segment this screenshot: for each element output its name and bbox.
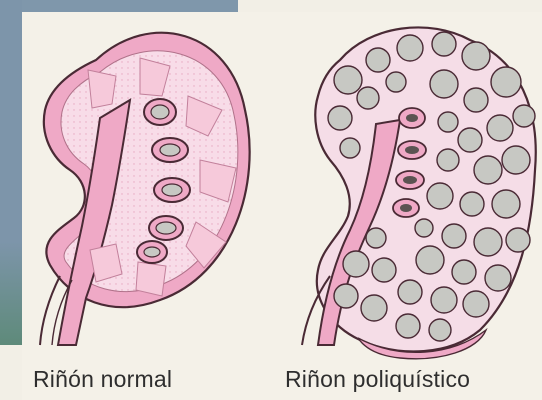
cyst [492,190,520,218]
cyst [334,284,358,308]
cyst [502,146,530,174]
cyst [437,149,459,171]
cyst [361,295,387,321]
cyst [442,224,466,248]
calyx-2-lumen [160,144,180,156]
cyst [460,192,484,216]
poly-calyx-4-lumen [400,204,412,212]
poly-calyx-3-lumen [403,176,417,184]
cyst [487,115,513,141]
pyramid-6 [136,262,166,296]
pyramid-1 [88,70,116,108]
cyst [372,258,396,282]
cyst [340,138,360,158]
cyst [458,128,482,152]
cyst [427,183,453,209]
cyst [416,246,444,274]
cyst [386,72,406,92]
cyst [506,228,530,252]
cyst [464,88,488,112]
calyx-4-lumen [156,222,176,234]
cyst [415,219,433,237]
cyst [438,112,458,132]
cyst [396,314,420,338]
cyst [357,87,379,109]
cyst [398,280,422,304]
cyst [430,70,458,98]
cyst [343,251,369,277]
calyx-1-lumen [151,105,169,119]
cyst [366,228,386,248]
cyst [463,291,489,317]
poly-calyx-2-lumen [405,146,419,154]
polycystic-kidney [302,27,536,358]
cyst [491,67,521,97]
cyst [485,265,511,291]
normal-kidney [40,33,250,345]
calyx-5-lumen [144,247,160,257]
cyst [334,66,362,94]
cyst [474,156,502,184]
cyst [328,106,352,130]
cyst [397,35,423,61]
cyst [513,105,535,127]
cyst [429,319,451,341]
cyst [431,287,457,313]
normal-kidney-ureter [40,276,60,345]
label-polycystic-kidney: Riñon poliquístico [285,366,470,393]
cyst [474,228,502,256]
calyx-3-lumen [162,184,182,196]
cyst [366,48,390,72]
cyst [462,42,490,70]
poly-calyx-1-lumen [406,114,418,122]
label-normal-kidney: Riñón normal [33,366,172,393]
cyst [432,32,456,56]
cyst [452,260,476,284]
